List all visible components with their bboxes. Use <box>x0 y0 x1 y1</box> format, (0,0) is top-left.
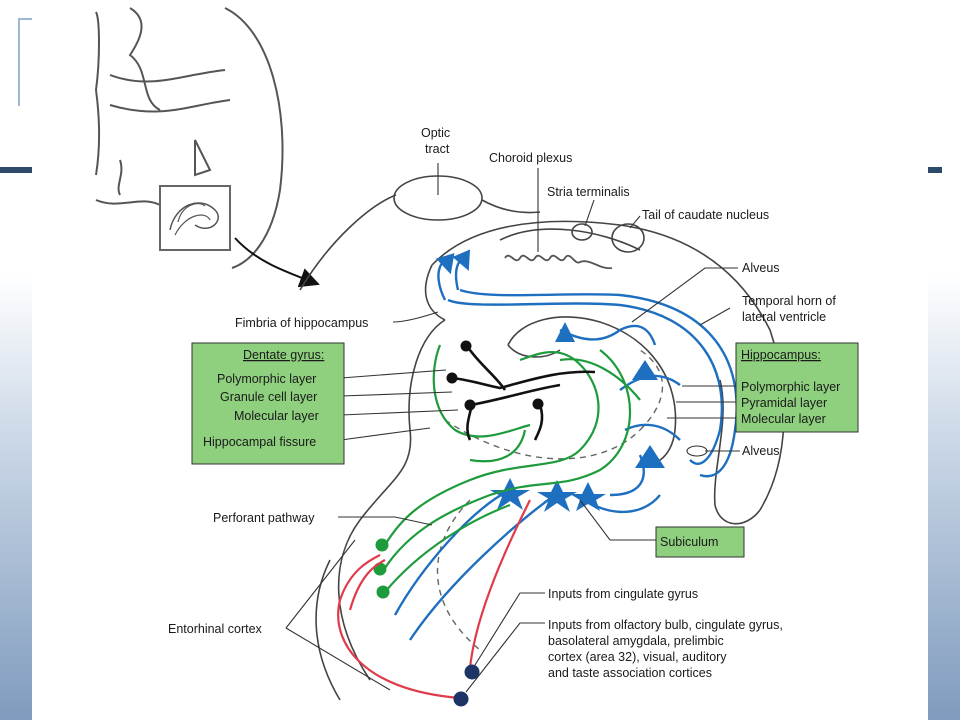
pyramidal-neuron-top <box>555 322 575 342</box>
label-temporal-horn-2: lateral ventricle <box>742 310 826 324</box>
label-perforant-pathway: Perforant pathway <box>213 511 315 525</box>
dentate-gyrus-box: Dentate gyrus: Polymorphic layer Granule… <box>191 342 345 465</box>
granule-cell-3 <box>464 399 476 411</box>
slide-accent-line-left <box>0 167 36 173</box>
entorhinal-cell-2 <box>373 562 387 576</box>
brain-section-inset <box>94 7 284 269</box>
label-optic-tract-1: Optic <box>421 126 450 140</box>
pyramidal-neuron-low <box>635 445 665 468</box>
pyramidal-neuron-mid <box>632 360 658 380</box>
cingulate-input-cell <box>464 664 480 680</box>
entorhinal-cell-1 <box>375 538 389 552</box>
green-cells <box>373 538 390 599</box>
hippocampus-item-molecular: Molecular layer <box>741 412 826 426</box>
dentate-item-granule: Granule cell layer <box>220 390 317 404</box>
input-cells <box>453 664 480 707</box>
label-entorhinal-cortex: Entorhinal cortex <box>168 622 263 636</box>
hippocampus-box: Hippocampus: Polymorphic layer Pyramidal… <box>735 342 859 433</box>
green-pathways <box>384 344 641 593</box>
subiculum-neuron-1 <box>490 478 530 510</box>
subiculum-neuron-2 <box>537 480 577 512</box>
label-alveus-bottom: Alveus <box>742 444 780 458</box>
label-inputs-olfactory-1: Inputs from olfactory bulb, cingulate gy… <box>548 618 783 632</box>
blue-neurons <box>490 322 665 512</box>
subiculum-neuron-3 <box>570 482 606 511</box>
olfactory-input-cell <box>453 691 469 707</box>
dentate-item-molecular: Molecular layer <box>234 409 319 423</box>
label-tail-caudate: Tail of caudate nucleus <box>642 208 769 222</box>
slide-accent-line-right <box>928 167 942 173</box>
label-inputs-olfactory-2: basolateral amygdala, prelimbic <box>548 634 724 648</box>
zoom-arrow <box>234 237 320 288</box>
entorhinal-cell-3 <box>376 585 390 599</box>
hippocampus-item-polymorphic: Polymorphic layer <box>741 380 840 394</box>
label-inputs-olfactory-4: and taste association cortices <box>548 666 712 680</box>
label-fimbria: Fimbria of hippocampus <box>235 316 368 330</box>
label-stria-terminalis: Stria terminalis <box>547 185 630 199</box>
choroid-plexus-squiggle <box>504 254 613 270</box>
label-temporal-horn-1: Temporal horn of <box>742 294 836 308</box>
leader-lines <box>285 163 740 693</box>
label-optic-tract-2: tract <box>425 142 450 156</box>
dentate-item-polymorphic: Polymorphic layer <box>217 372 316 386</box>
subiculum-box: Subiculum <box>655 526 745 558</box>
label-inputs-olfactory-3: cortex (area 32), visual, auditory <box>548 650 727 664</box>
slide-corner-decoration <box>18 18 36 106</box>
dentate-item-fissure: Hippocampal fissure <box>203 435 316 449</box>
granule-cells <box>446 340 544 411</box>
red-pathways <box>337 499 531 700</box>
hippocampus-box-title: Hippocampus: <box>741 348 821 362</box>
granule-cell-4 <box>532 398 544 410</box>
label-choroid-plexus: Choroid plexus <box>489 151 572 165</box>
label-inputs-cingulate: Inputs from cingulate gyrus <box>548 587 698 601</box>
label-alveus-top: Alveus <box>742 261 780 275</box>
hippocampus-item-pyramidal: Pyramidal layer <box>741 396 827 410</box>
label-subiculum: Subiculum <box>660 535 718 549</box>
dentate-box-title: Dentate gyrus: <box>243 348 324 362</box>
granule-cell-2 <box>446 372 458 384</box>
granule-cell-1 <box>460 340 472 352</box>
